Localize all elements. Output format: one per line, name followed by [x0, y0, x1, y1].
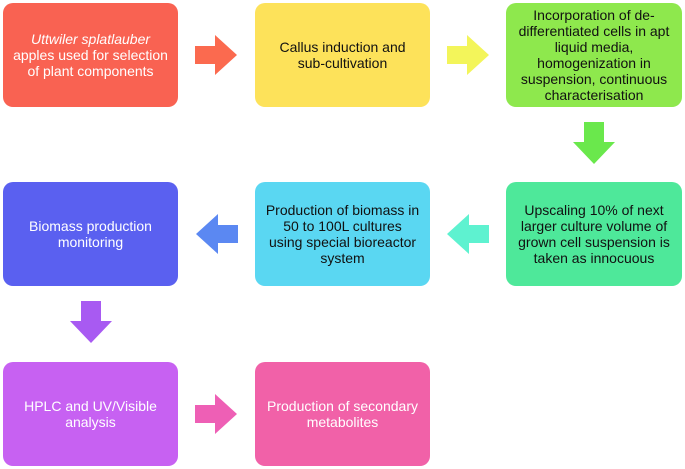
step-secondary-metabolites-box: Production of secondary metabolites: [255, 362, 430, 466]
step-selection-italic-text: Uttwiler splatlauber: [30, 31, 151, 47]
arrow-left-icon: [447, 214, 489, 254]
arrow-right-icon: [447, 35, 489, 75]
arrow-down-icon: [70, 301, 112, 343]
step-selection-box: Uttwiler splatlauber apples used for sel…: [3, 3, 178, 107]
step-hplc-analysis-box: HPLC and UV/Visible analysis: [3, 362, 178, 466]
step-callus-induction-box: Callus induction and sub-cultivation: [255, 3, 430, 107]
step-upscaling-text: Upscaling 10% of next larger culture vol…: [518, 202, 670, 266]
step-hplc-analysis-text: HPLC and UV/Visible analysis: [24, 398, 157, 430]
step-selection-text: apples used for selection of plant compo…: [13, 47, 168, 79]
step-biomass-production-box: Production of biomass in 50 to 100L cult…: [255, 182, 430, 286]
step-biomass-monitoring-text: Biomass production monitoring: [29, 218, 152, 250]
step-incorporation-text: Incorporation of de-differentiated cells…: [518, 7, 670, 103]
step-upscaling-box: Upscaling 10% of next larger culture vol…: [506, 182, 682, 286]
arrow-right-icon: [195, 394, 237, 434]
step-biomass-monitoring-box: Biomass production monitoring: [3, 182, 178, 286]
step-incorporation-box: Incorporation of de-differentiated cells…: [506, 3, 682, 107]
arrow-down-icon: [573, 122, 615, 164]
step-secondary-metabolites-text: Production of secondary metabolites: [267, 398, 418, 430]
arrow-left-icon: [196, 214, 238, 254]
step-biomass-production-text: Production of biomass in 50 to 100L cult…: [265, 202, 420, 266]
step-callus-induction-text: Callus induction and sub-cultivation: [279, 39, 406, 71]
arrow-right-icon: [195, 35, 237, 75]
